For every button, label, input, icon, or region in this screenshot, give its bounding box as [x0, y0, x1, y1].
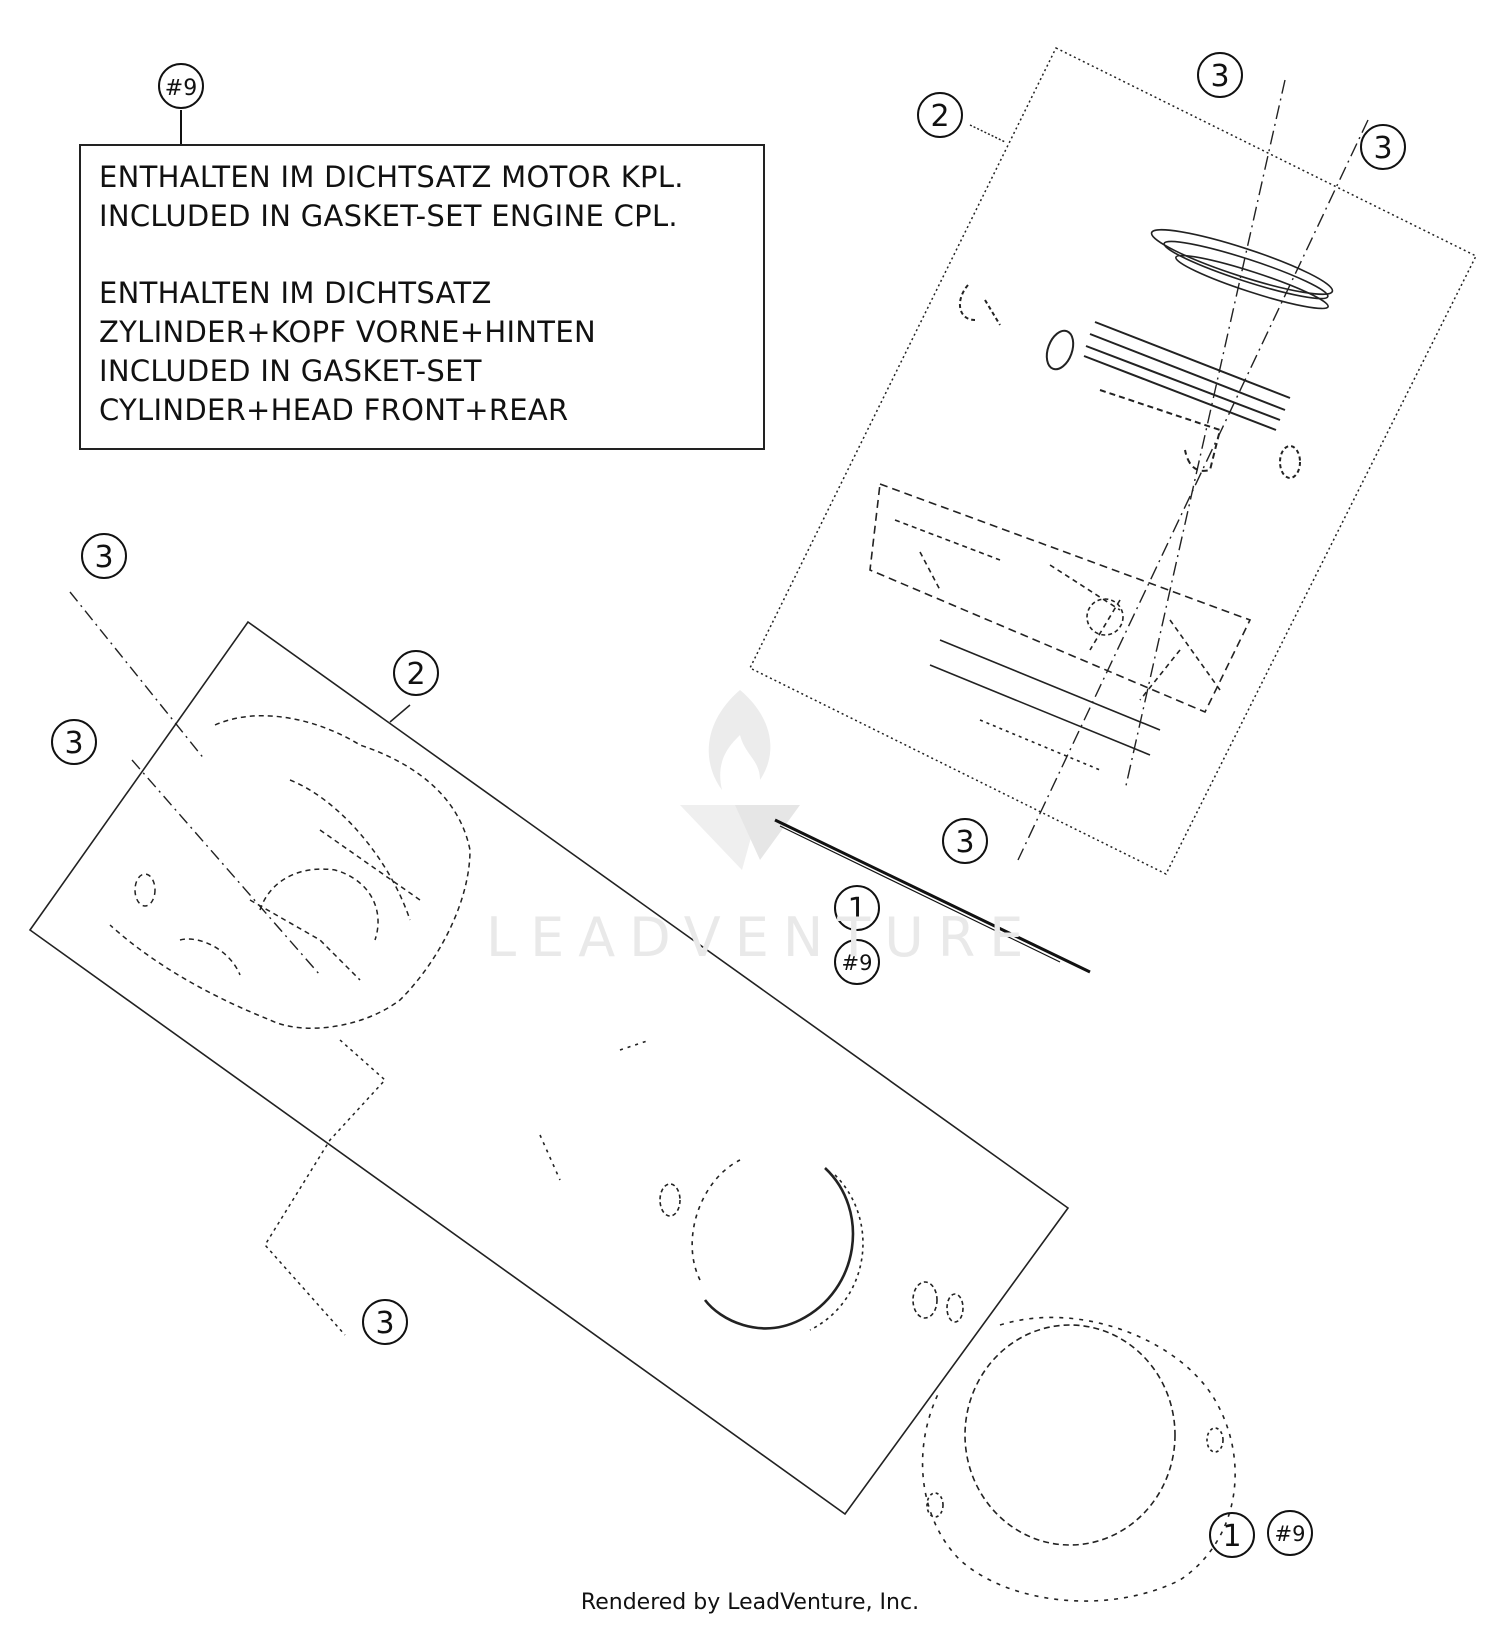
- callout-label: 1: [1222, 1519, 1241, 1554]
- note-line: INCLUDED IN GASKET-SET ENGINE CPL.: [99, 199, 678, 233]
- callout-ref-9-gasket-center: #9: [834, 939, 880, 985]
- note-line: CYLINDER+HEAD FRONT+REAR: [99, 393, 569, 427]
- cylinder-bore: [539, 1039, 964, 1331]
- callout-ref-9-gasket-bottom: #9: [1267, 1510, 1313, 1556]
- callout-2-top-right: 2: [917, 92, 963, 138]
- callout-label: 3: [375, 1306, 394, 1341]
- thin-gasket: [774, 818, 1091, 974]
- callout-label: 2: [406, 657, 425, 692]
- watermark-text: LEADVENTURE: [486, 906, 1038, 969]
- cylinder-group-outline: [748, 46, 1478, 876]
- callout-3-top-right-b: 3: [1360, 124, 1406, 170]
- callout-2-left: 2: [393, 650, 439, 696]
- cylinder-head: [109, 715, 471, 1029]
- note-line: INCLUDED IN GASKET-SET: [99, 354, 482, 388]
- axis-line: [131, 759, 321, 976]
- callout-label: 3: [955, 825, 974, 860]
- callout-3-left-top: 3: [81, 533, 127, 579]
- piston-rings: [1150, 228, 1334, 310]
- cylinder-parts-group: [748, 46, 1478, 876]
- callout-3-left-bottom: 3: [362, 1299, 408, 1345]
- callout-3-left-middle: 3: [51, 719, 97, 765]
- note-line: ENTHALTEN IM DICHTSATZ: [99, 276, 492, 310]
- callout-leader: [969, 124, 1006, 143]
- cylinder-head-group: [28, 591, 1070, 1516]
- callout-1-gasket-center: 1: [834, 885, 880, 931]
- callout-group: #9 3 3 2 3 2 3 3: [51, 52, 1406, 1558]
- axis-line: [1017, 119, 1369, 861]
- callout-label: 3: [94, 540, 113, 575]
- gasket-set-note: ENTHALTEN IM DICHTSATZ MOTOR KPL. INCLUD…: [79, 144, 765, 450]
- note-line: ZYLINDER+KOPF VORNE+HINTEN: [99, 315, 596, 349]
- head-gasket: [921, 1316, 1236, 1602]
- piston: [959, 284, 1301, 479]
- callout-reference-9: #9: [158, 63, 204, 144]
- head-group-outline: [28, 620, 1070, 1516]
- callout-label: #9: [1275, 1522, 1306, 1546]
- callout-3-top-right-a: 3: [1197, 52, 1243, 98]
- callout-label: 3: [64, 726, 83, 761]
- callout-label: #9: [842, 951, 873, 975]
- cylinder-base: [869, 482, 1252, 771]
- footer-credit: Rendered by LeadVenture, Inc.: [580, 1590, 920, 1615]
- callout-label: 1: [847, 892, 866, 927]
- watermark-logo: [680, 690, 800, 870]
- callout-label: 3: [1373, 131, 1392, 166]
- axis-line: [69, 591, 206, 761]
- head-bracket: [264, 1039, 387, 1336]
- callout-label: 2: [930, 99, 949, 134]
- callout-leader: [389, 704, 411, 723]
- callout-3-right-bottom: 3: [942, 818, 988, 864]
- callout-1-gasket-bottom: 1: [1209, 1512, 1255, 1558]
- callout-label: 3: [1210, 59, 1229, 94]
- callout-label: #9: [165, 76, 197, 101]
- axis-line: [1124, 79, 1286, 791]
- note-line: ENTHALTEN IM DICHTSATZ MOTOR KPL.: [99, 160, 684, 194]
